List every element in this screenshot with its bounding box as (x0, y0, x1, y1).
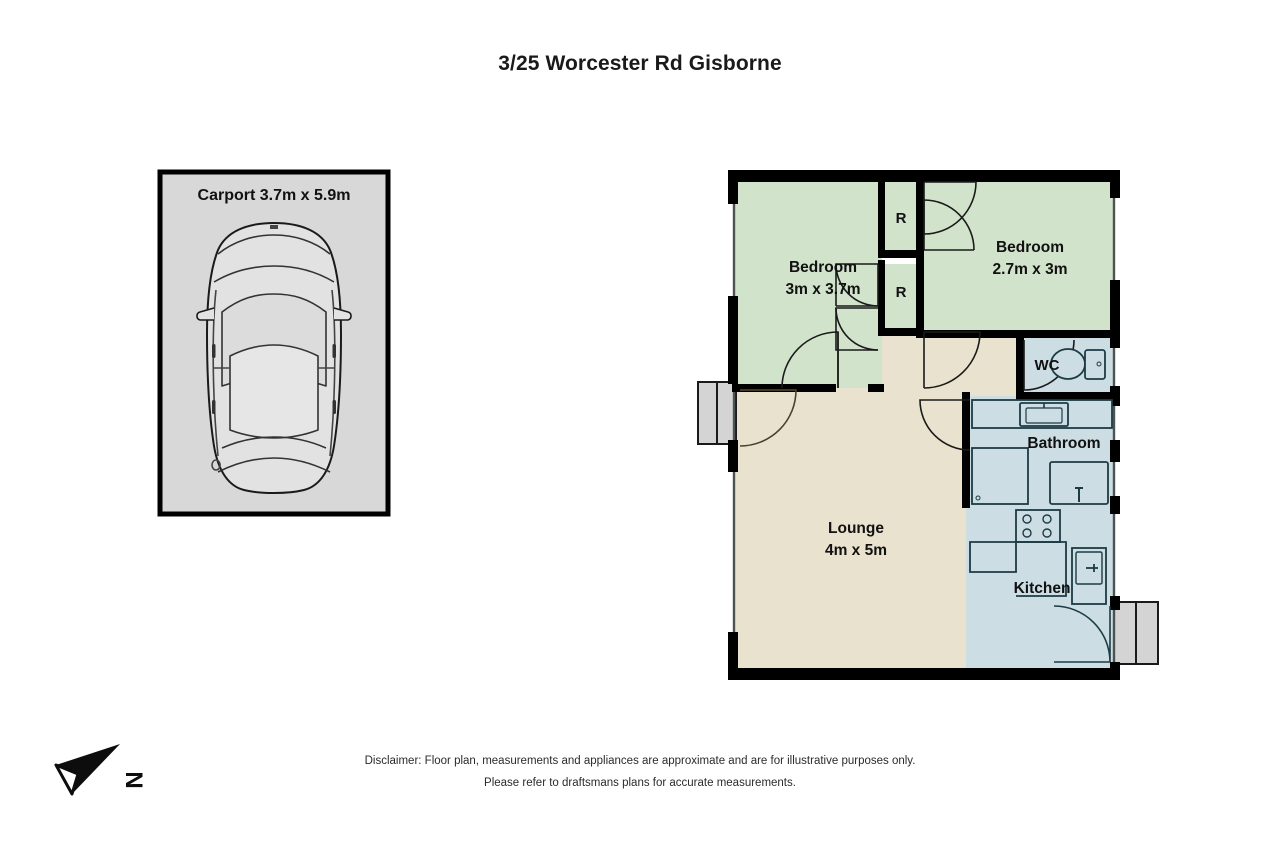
exterior-walls (728, 170, 1120, 680)
sink-fixture (1071, 547, 1107, 605)
robe-1-label: R (896, 210, 907, 227)
bedroom-1-dimensions: 3m x 3.7m (786, 281, 861, 298)
bench-fixture (969, 541, 1067, 597)
rear-entry-landing (1113, 601, 1159, 665)
disclaimer-line-2: Please refer to draftsmans plans for acc… (484, 777, 796, 789)
front-entry-landing (697, 381, 737, 445)
window-glazing-group (732, 196, 1116, 664)
vanity-basin-fixture (971, 399, 1113, 429)
north-arrow-tail-icon (54, 763, 80, 796)
carport-panel: Carport 3.7m x 5.9m (157, 169, 391, 517)
kitchen-label: Kitchen (1014, 580, 1071, 597)
compass-north-label: N (120, 771, 147, 788)
door-front-entry (739, 389, 797, 447)
bathtub-fixture (1049, 461, 1109, 505)
bedroom-2-dimensions: 2.7m x 3m (993, 261, 1068, 278)
disclaimer-line-1: Disclaimer: Floor plan, measurements and… (364, 755, 916, 767)
door-robe-1 (923, 199, 975, 251)
door-bedroom2-top (923, 181, 977, 235)
wc-label: WC (1035, 357, 1060, 374)
floor-plan-drawing: Bedroom 3m x 3.7m Bedroom 2.7m x 3m R R … (697, 170, 1159, 680)
shower-fixture (971, 447, 1029, 505)
lounge-dimensions: 4m x 5m (825, 542, 887, 559)
page-title: 3/25 Worcester Rd Gisborne (498, 52, 782, 75)
door-bathroom (919, 399, 971, 451)
bedroom-2-name: Bedroom (996, 239, 1064, 256)
cooktop-fixture (1015, 509, 1061, 543)
toilet-fixture (1050, 348, 1106, 380)
robe-1-floor (882, 178, 918, 256)
lounge-name: Lounge (828, 520, 884, 537)
bathroom-label: Bathroom (1027, 435, 1100, 452)
fixtures-group (969, 348, 1113, 605)
robe-2-label: R (896, 284, 907, 301)
bedroom-1-name: Bedroom (789, 259, 857, 276)
carport-label: Carport 3.7m x 5.9m (198, 187, 351, 204)
compass-rose: N (54, 744, 147, 796)
robe-2-floor (882, 264, 918, 332)
bedroom-1-floor (734, 178, 882, 390)
door-bedroom-2 (923, 331, 981, 389)
door-rear-kitchen (1053, 605, 1111, 663)
car-top-view-icon (196, 222, 352, 494)
bedroom-2-floor (918, 178, 1114, 334)
interior-walls (732, 176, 1116, 508)
door-bedroom-1 (781, 331, 839, 389)
door-swings (739, 181, 1111, 663)
